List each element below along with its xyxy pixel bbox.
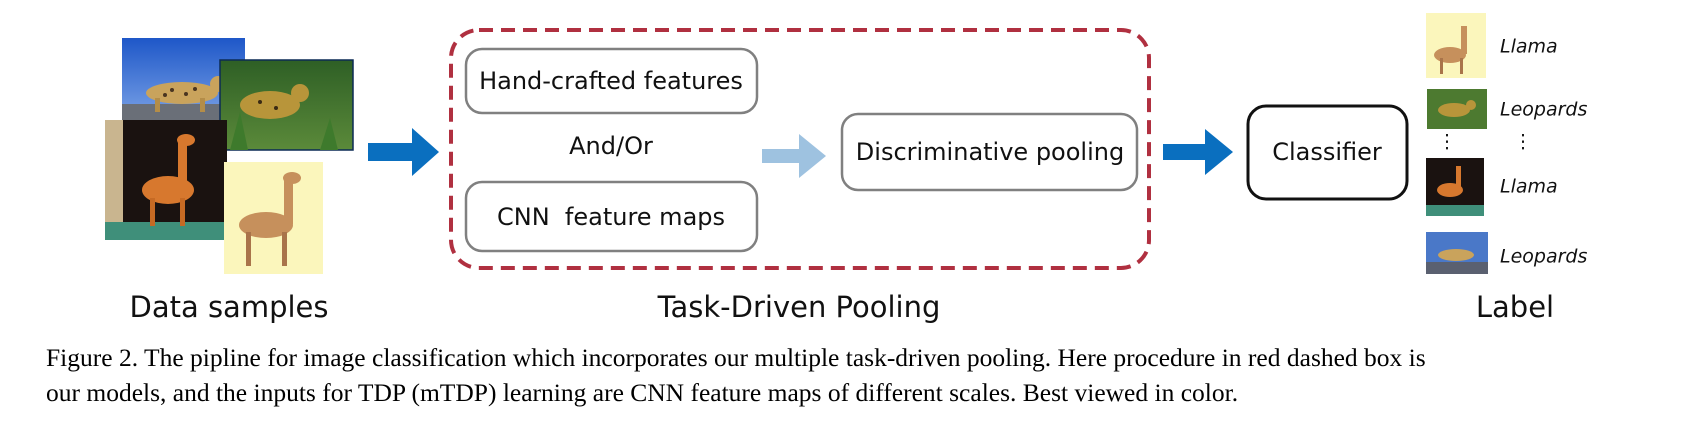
llama-photo-2: [224, 162, 323, 274]
cnn-feature-maps-label: CNN feature maps: [497, 203, 725, 231]
cnn-feature-maps-box: CNN feature maps: [464, 180, 759, 253]
discriminative-pooling-box: Discriminative pooling: [840, 112, 1139, 192]
hand-crafted-features-box: Hand-crafted features: [464, 47, 759, 115]
figure-caption: Figure 2. The pipline for image classifi…: [46, 340, 1671, 410]
llama-photo-1: [105, 120, 227, 240]
label-llama-2: Llama: [1500, 176, 1558, 198]
llama-thumb-2: [1426, 158, 1484, 216]
vertical-ellipsis-2: ⋮: [1514, 131, 1533, 153]
caption-line-1: Figure 2. The pipline for image classifi…: [46, 343, 1426, 372]
label-leopards-2: Leopards: [1500, 246, 1587, 268]
hand-crafted-label: Hand-crafted features: [479, 67, 743, 95]
vertical-ellipsis-1: ⋮: [1438, 131, 1457, 153]
section-task-driven-pooling: Task-Driven Pooling: [657, 290, 941, 324]
llama-thumb-1: [1426, 13, 1486, 78]
label-thumbnails: [1426, 13, 1488, 274]
section-data-samples: Data samples: [129, 290, 328, 324]
and-or-label: And/Or: [569, 132, 653, 160]
caption-line-2: our models, and the inputs for TDP (mTDP…: [46, 378, 1239, 407]
leopard-thumb-1: [1427, 89, 1487, 129]
leopard-photo-2: [219, 59, 354, 151]
label-leopards-1: Leopards: [1500, 99, 1587, 121]
arrow-to-classifier: [1163, 129, 1233, 175]
section-label: Label: [1476, 290, 1554, 324]
task-driven-pooling-region: [449, 28, 1151, 270]
arrow-to-discriminative: [762, 134, 826, 178]
classifier-label: Classifier: [1272, 138, 1382, 166]
data-sample-images: [105, 38, 354, 274]
arrow-to-pooling: [368, 128, 439, 176]
pipeline-diagram: Hand-crafted features And/Or CNN feature…: [105, 13, 1587, 324]
leopard-thumb-2: [1426, 232, 1488, 274]
classifier-box: Classifier: [1246, 104, 1409, 201]
discriminative-pooling-label: Discriminative pooling: [856, 138, 1124, 166]
label-llama-1: Llama: [1500, 36, 1558, 58]
